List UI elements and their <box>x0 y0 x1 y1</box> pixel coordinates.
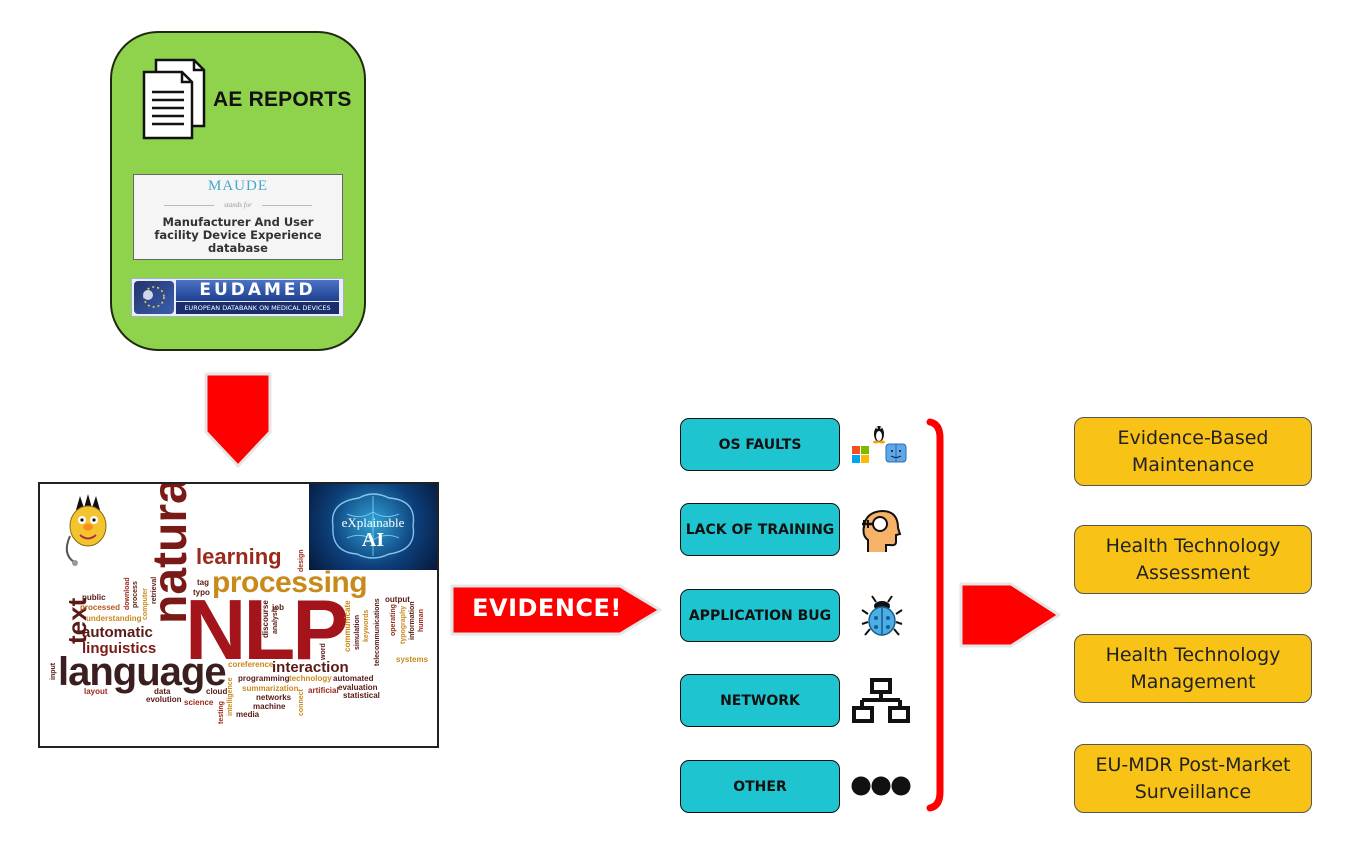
word-computer: computer <box>142 588 149 620</box>
category-os-faults: OS FAULTS <box>680 418 840 471</box>
word-analysis: analysis <box>272 606 279 634</box>
bert-character-icon <box>65 494 107 566</box>
outcome-line: Assessment <box>1136 561 1250 584</box>
word-intelligence: intelligence <box>227 677 234 716</box>
maude-name: MAUDE <box>208 178 268 194</box>
os-logos-icon <box>852 426 907 463</box>
eudamed-subtitle: EUROPEAN DATABANK ON MEDICAL DEVICES <box>176 302 339 314</box>
word-systems: systems <box>396 655 429 664</box>
word-learning: learning <box>196 544 282 569</box>
word-human: human <box>418 609 425 632</box>
word-programming: programming <box>238 674 290 683</box>
maude-card: MAUDE stands for Manufacturer And User f… <box>133 174 343 260</box>
word-keywords: keywords <box>363 609 370 642</box>
word-layout: layout <box>84 687 108 696</box>
word-typo: typo <box>193 588 210 597</box>
category-bracket <box>926 418 944 812</box>
word-artificial: artificial <box>308 686 339 695</box>
word-communicate: communicate <box>343 600 352 652</box>
word-linguistics: linguistics <box>82 640 157 657</box>
outcome-line: Management <box>1130 670 1256 693</box>
word-process: process <box>132 581 139 608</box>
word-machine: machine <box>253 702 286 711</box>
word-public: public <box>82 593 106 602</box>
word-science: science <box>184 698 214 707</box>
eudamed-name: EUDAMED <box>176 280 339 301</box>
outcome-line: Maintenance <box>1131 453 1255 476</box>
word-automatic: automatic <box>82 624 153 641</box>
maude-full-name: Manufacturer And User facility Device Ex… <box>154 215 322 255</box>
word-tag: tag <box>197 578 209 587</box>
word-evaluation: evaluation <box>338 683 378 692</box>
word-data: data <box>154 687 171 696</box>
maude-stands-for: stands for <box>224 201 252 209</box>
head-training-icon <box>862 509 902 552</box>
eudamed-card: EUDAMED EUROPEAN DATABANK ON MEDICAL DEV… <box>131 278 344 317</box>
divider <box>262 205 312 206</box>
nlp-word-cloud: eXplainable AI natural NLP language proc… <box>38 482 439 748</box>
outcome-line: Evidence-Based <box>1117 426 1269 449</box>
word-simulation: simulation <box>354 614 361 650</box>
word-discourse: discourse <box>261 600 270 638</box>
word-summarization: summarization <box>242 684 299 693</box>
word-interaction: interaction <box>272 659 349 676</box>
word-information: information <box>409 601 416 641</box>
word-processed: processed <box>80 603 121 612</box>
network-icon <box>852 678 910 723</box>
word-connect: connect <box>298 689 305 716</box>
down-arrow <box>204 372 272 468</box>
word-nlp: NLP <box>185 583 349 678</box>
outcomes-arrow <box>959 582 1061 648</box>
ae-reports-title: AE REPORTS <box>213 88 352 111</box>
word-evolution: evolution <box>146 695 182 704</box>
divider <box>164 205 214 206</box>
word-retrieval: retrieval <box>151 576 158 604</box>
word-coreference: coreference <box>228 660 274 669</box>
xai-image: eXplainable AI <box>309 484 437 570</box>
word-telecommunications: telecommunications <box>374 598 381 666</box>
outcome-line: EU-MDR Post-Market <box>1095 753 1291 776</box>
bug-icon <box>861 595 903 636</box>
evidence-arrow <box>450 584 662 636</box>
word-word: word <box>320 643 327 660</box>
word-processing: processing <box>212 566 368 599</box>
eudamed-logo-icon <box>134 281 174 314</box>
word-input: input <box>50 662 57 680</box>
xai-label-line2: AI <box>361 529 385 551</box>
category-application-bug: APPLICATION BUG <box>680 589 840 642</box>
word-testing: testing <box>218 701 225 724</box>
category-network: NETWORK <box>680 674 840 727</box>
word-language: language <box>58 650 227 694</box>
word-job: job <box>272 603 284 612</box>
word-typography: typography <box>400 605 407 644</box>
word-download: download <box>124 577 131 610</box>
word-understanding: understanding <box>86 614 142 623</box>
word-networks: networks <box>256 693 292 702</box>
category-other: OTHER <box>680 760 840 813</box>
documents-icon <box>142 58 206 140</box>
word-technology: technology <box>289 674 332 683</box>
evidence-label: EVIDENCE! <box>472 594 622 622</box>
outcome-line: Health Technology <box>1105 534 1281 557</box>
outcome-line: Surveillance <box>1134 780 1252 803</box>
ellipsis-icon <box>851 776 911 796</box>
category-lack-of-training: LACK OF TRAINING <box>680 503 840 556</box>
outcome-line: Health Technology <box>1105 643 1281 666</box>
xai-label-line1: eXplainable <box>341 515 405 530</box>
word-operating: operating <box>390 604 397 636</box>
word-statistical: statistical <box>343 691 380 700</box>
word-cloud: cloud <box>206 687 228 696</box>
word-automated: automated <box>333 674 374 683</box>
word-design: design <box>298 549 305 572</box>
word-output: output <box>385 595 410 604</box>
word-media: media <box>236 710 260 719</box>
